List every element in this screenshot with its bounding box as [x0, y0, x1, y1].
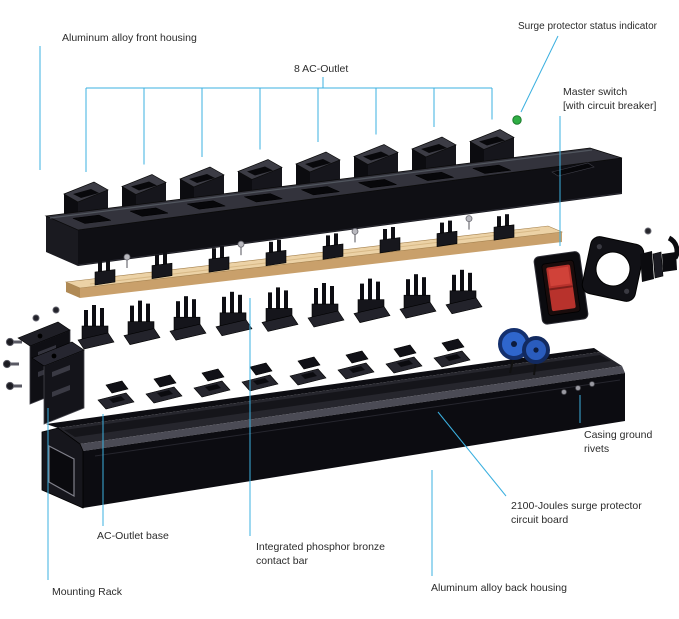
label-back-housing: Aluminum alloy back housing — [431, 582, 567, 594]
contact-assemblies — [94, 214, 515, 286]
cord-connector-graphic — [640, 235, 679, 282]
status-led — [512, 115, 522, 125]
mounting-rack-graphic — [2, 306, 85, 425]
outlet-base-7 — [385, 344, 423, 374]
contact-carrier-8 — [399, 274, 437, 319]
plate-screw — [644, 227, 652, 235]
master-switch-graphic — [533, 251, 589, 325]
outlet-base-2 — [145, 374, 183, 404]
label-ac-outlet: 8 AC-Outlet — [294, 63, 349, 75]
leader-status-indicator — [520, 35, 559, 113]
switch-cutout — [551, 162, 595, 177]
contact-carrier-1 — [77, 305, 115, 350]
contact-carrier-6 — [307, 283, 345, 328]
contact-carrier-2 — [123, 300, 161, 345]
leader-ac-outlet-drops — [85, 88, 493, 172]
label-master-switch: Master switch [with circuit breaker] — [563, 85, 656, 113]
ground-rivets-graphic — [561, 381, 595, 395]
label-contact-bar-line1: Integrated phosphor bronze — [256, 541, 386, 553]
label-master-switch-line1: Master switch — [563, 86, 628, 98]
contact-carrier-9 — [445, 269, 483, 315]
outlet-base-1 — [97, 380, 135, 410]
mounting-bracket-front — [31, 341, 85, 425]
outlet-base-3 — [193, 368, 231, 398]
mounting-screws — [2, 337, 22, 391]
back-housing-graphic — [41, 348, 625, 509]
outlet-base-8 — [433, 338, 471, 368]
label-contact-bar: Integrated phosphor bronze contact bar — [256, 540, 385, 568]
label-circuit-board-line1: 2100-Joules surge protector — [511, 500, 642, 512]
end-plate-graphic — [581, 236, 645, 302]
outlet-base-4 — [241, 362, 279, 392]
front-housing-graphic — [44, 147, 623, 266]
label-ground-rivets-line1: Casing ground — [584, 429, 653, 441]
contact-bar-graphic — [64, 214, 564, 298]
housing-outlet-holes — [71, 164, 512, 224]
outlet-base-6 — [337, 350, 375, 380]
outlet-contact-carriers — [77, 269, 483, 350]
leader-circuit-board — [437, 411, 507, 497]
label-master-switch-line2: [with circuit breaker] — [563, 100, 657, 113]
label-front-housing: Aluminum alloy front housing — [62, 32, 197, 44]
label-circuit-board: 2100-Joules surge protector circuit boar… — [511, 499, 642, 527]
contact-carrier-5 — [261, 287, 299, 332]
label-circuit-board-line2: circuit board — [511, 514, 569, 527]
label-outlet-base: AC-Outlet base — [97, 530, 169, 542]
outlet-bases — [97, 338, 471, 410]
label-contact-bar-line2: contact bar — [256, 555, 308, 568]
contact-carrier-3 — [169, 296, 207, 341]
label-mounting-rack: Mounting Rack — [52, 586, 123, 598]
contact-carrier-7 — [353, 278, 391, 323]
label-status-indicator: Surge protector status indicator — [518, 21, 657, 32]
contact-carrier-4 — [215, 291, 253, 337]
callout-leader-lines — [39, 35, 581, 580]
label-ground-rivets: Casing ground rivets — [584, 428, 652, 456]
label-ground-rivets-line2: rivets — [584, 443, 610, 456]
outlet-base-5 — [289, 356, 327, 386]
surge-varistors-graphic — [498, 328, 550, 376]
